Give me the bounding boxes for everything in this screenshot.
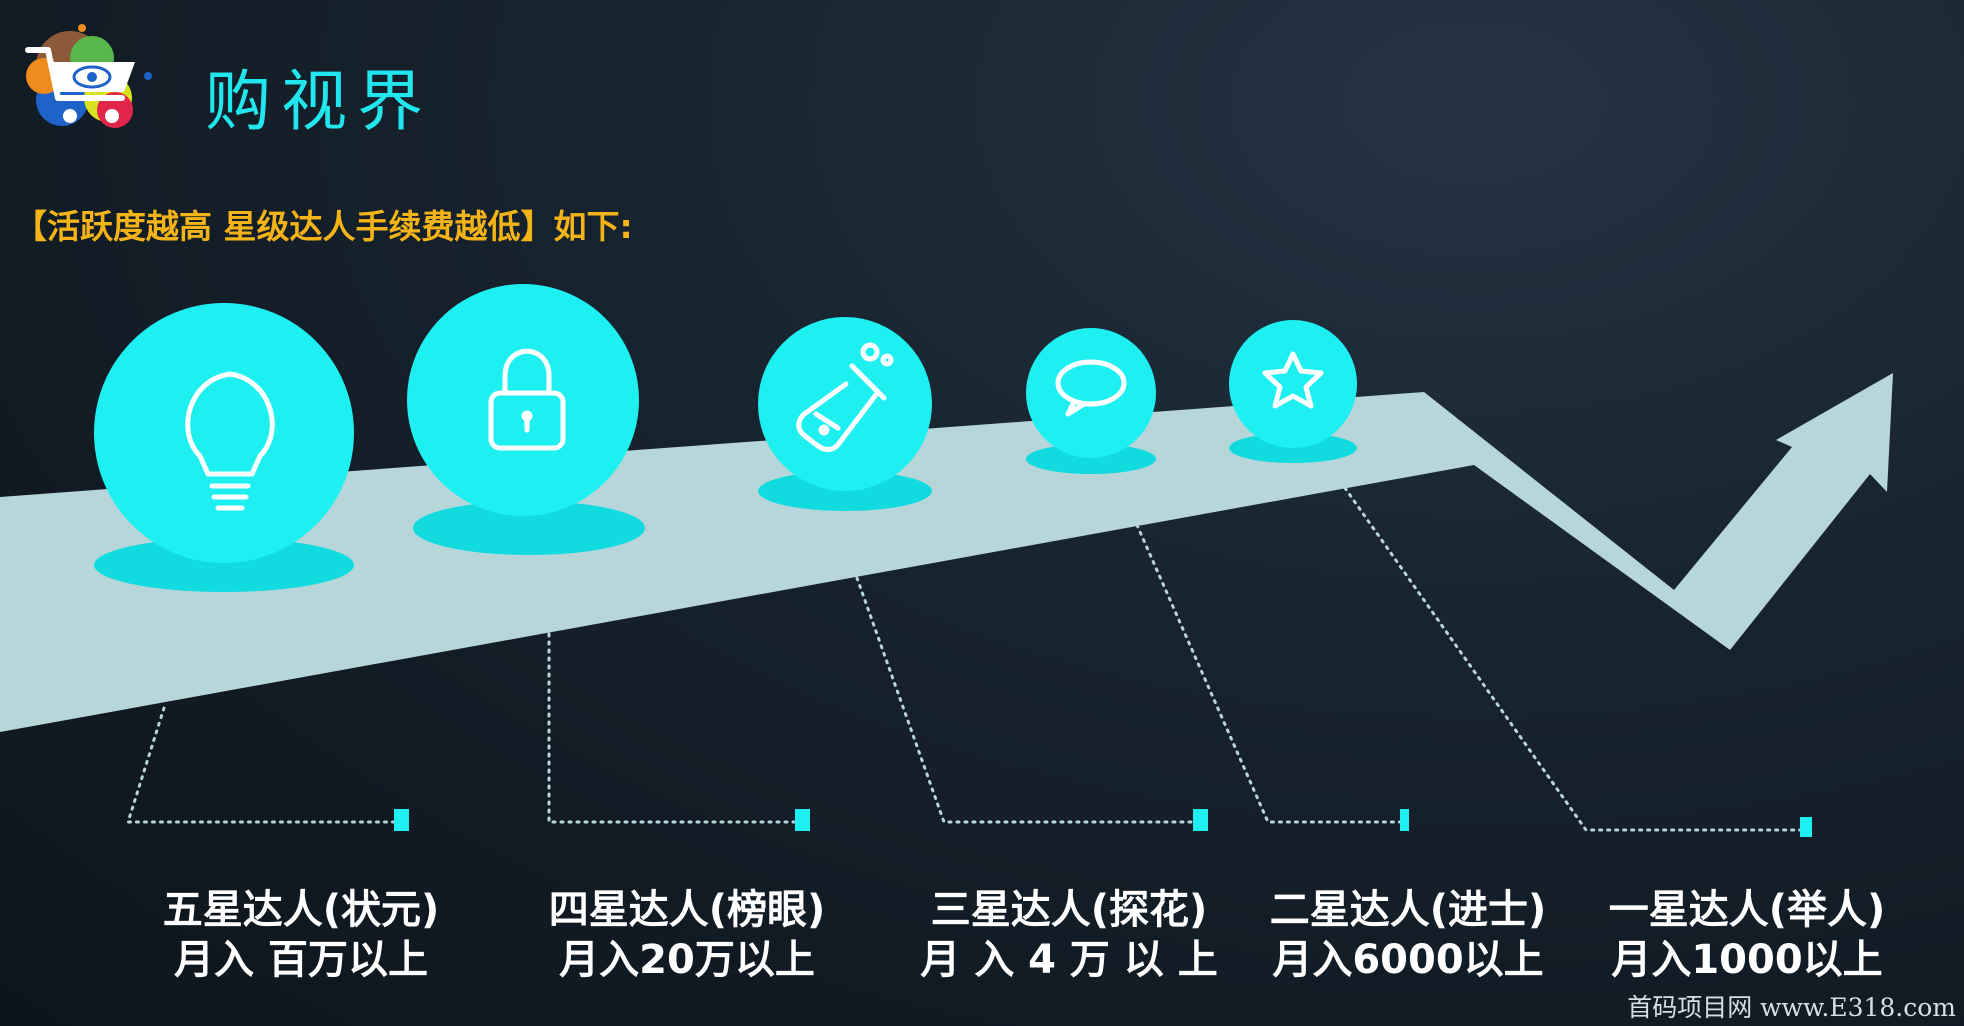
tier-income: 月入20万以上 (559, 937, 815, 983)
level-bubbles (94, 284, 1357, 563)
logo (25, 24, 152, 128)
shopping-cart-eye-icon (25, 47, 135, 123)
tier-income: 月入1000以上 (1611, 937, 1883, 983)
tier-income: 月 入 4 万 以 上 (920, 937, 1218, 983)
tier-three-star: 三星达人(探花) 月 入 4 万 以 上 (919, 885, 1219, 985)
tier-four-star: 四星达人(榜眼) 月入20万以上 (537, 885, 837, 985)
bubble-shadows (94, 433, 1357, 592)
tier-name: 五星达人(状元) (162, 887, 440, 933)
tier-two-star: 二星达人(进士) 月入6000以上 (1258, 885, 1558, 985)
headline: 【活跃度越高 星级达人手续费越低】如下: (14, 207, 633, 246)
tier-five-star: 五星达人(状元) 月入 百万以上 (151, 885, 451, 985)
leader-lines (125, 486, 1802, 832)
tier-name: 四星达人(榜眼) (548, 887, 826, 933)
tier-income: 月入6000以上 (1272, 937, 1544, 983)
chat-bubble-icon (1055, 359, 1127, 417)
tier-name: 一星达人(举人) (1608, 887, 1886, 933)
watermark: 首码项目网 www.E318.com (1627, 993, 1956, 1022)
tier-name: 二星达人(进士) (1269, 887, 1547, 933)
tier-one-star: 一星达人(举人) 月入1000以上 (1597, 885, 1897, 985)
tier-name: 三星达人(探花) (930, 887, 1208, 933)
brand-title: 购视界 (205, 63, 433, 140)
star-icon (1262, 351, 1324, 409)
tier-income: 月入 百万以上 (174, 937, 428, 983)
flask-icon (796, 342, 894, 452)
padlock-icon (488, 348, 566, 451)
lightbulb-icon (185, 371, 275, 511)
leader-end-markers (394, 809, 1812, 837)
